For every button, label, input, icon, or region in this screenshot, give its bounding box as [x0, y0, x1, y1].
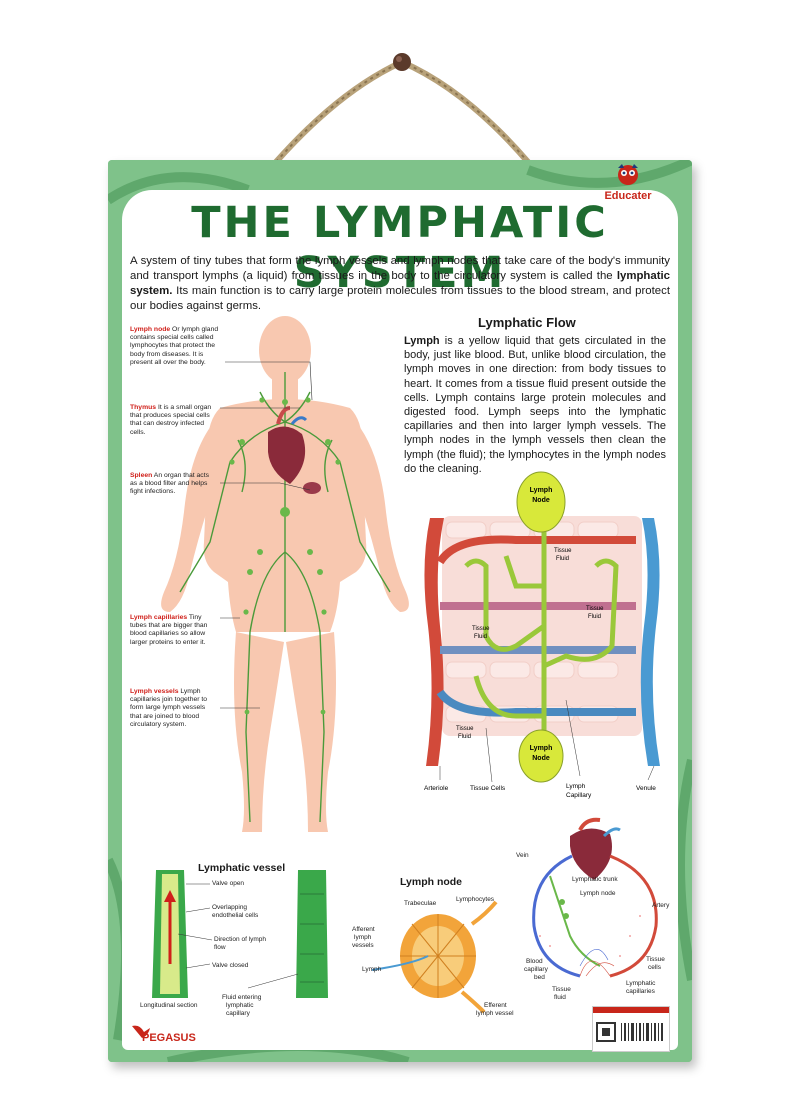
flow-node-top-label-1: Lymph — [530, 487, 553, 494]
label-spleen-name: Spleen — [130, 472, 153, 479]
tissue-fluid-label-1b: Fluid — [556, 556, 569, 562]
vein-label: Vein — [516, 852, 529, 859]
intro-text-2: Its main function is to carry large prot… — [130, 285, 670, 312]
lymph-capillary-label-1: Lymph — [566, 783, 586, 790]
tissue-fluid-label-3a: Tissue — [472, 626, 490, 632]
fluid-entering-label-2: lymphatic — [226, 1002, 254, 1009]
lymphatic-trunk-label: Lymphatic trunk — [572, 876, 618, 883]
lymphatic-flow-title: Lymphatic Flow — [478, 315, 576, 330]
lymph-node-title: Lymph node — [400, 876, 463, 888]
efferent-label-2: lymph vessel — [476, 1010, 514, 1017]
lymphatic-vessel-diagram — [152, 870, 328, 998]
circ-lymph-node-label: Lymph node — [580, 890, 616, 897]
body-label-leader-lines — [220, 361, 313, 709]
lymphocytes-label: Lymphocytes — [456, 896, 495, 903]
lymphatic-flow-diagram: Lymph Node Lymph Node Tissue Fluid Tissu… — [424, 471, 660, 799]
circ-tissue-cells-label-1: Tissue — [646, 956, 665, 963]
lymphatic-flow-text: Lymph is a yellow liquid that gets circu… — [404, 334, 666, 476]
page-title: THE LYMPHATIC SYSTEM — [191, 198, 609, 298]
artery-label: Artery — [652, 902, 670, 909]
blood-capillary-label-1: Blood — [526, 958, 543, 965]
label-thymus: Thymus It is a small organ that produces… — [130, 404, 220, 437]
longitudinal-label: Longitudinal section — [140, 1002, 198, 1009]
direction-label-2: flow — [214, 944, 226, 951]
circulation-diagram — [532, 817, 658, 978]
barcode-block — [592, 1006, 670, 1052]
afferent-label-3: vessels — [352, 942, 374, 949]
intro-paragraph: A system of tiny tubes that form the lym… — [130, 254, 670, 314]
label-thymus-text: It is a small organ that produces specia… — [130, 404, 212, 436]
educater-logo: Educater — [588, 160, 668, 206]
lymphatic-capillaries-label-2: capillaries — [626, 988, 655, 995]
label-lymph-vessels-text: Lymph capillaries join together to form … — [130, 688, 208, 728]
overlapping-label-1: Overlapping — [212, 904, 248, 911]
intro-text-1: A system of tiny tubes that form the lym… — [130, 255, 670, 282]
flow-node-top-label-2: Node — [532, 497, 550, 504]
label-lymph-node-text: Or lymph gland contains special cells ca… — [130, 326, 219, 366]
afferent-label-2: lymph — [354, 934, 372, 941]
lymph-label: Lymph — [362, 966, 382, 973]
label-lymph-vessels-name: Lymph vessels — [130, 688, 179, 695]
tissue-fluid-label-3b: Fluid — [474, 634, 487, 640]
lymph-capillary-label-2: Capillary — [566, 792, 592, 799]
lymphatic-vessel-title: Lymphatic vessel — [198, 862, 286, 874]
hanging-rope — [273, 53, 531, 164]
valve-closed-label: Valve closed — [212, 962, 249, 969]
blood-capillary-label-3: bed — [534, 974, 545, 981]
owl-logo-icon — [618, 164, 638, 185]
trabeculae-label: Trabeculae — [404, 900, 437, 907]
intro-bold: lymphatic system. — [130, 270, 670, 297]
valve-open-label: Valve open — [212, 880, 245, 887]
label-lymph-node-name: Lymph node — [130, 326, 171, 333]
label-lymph-node: Lymph node Or lymph gland contains speci… — [130, 326, 225, 367]
label-lymph-capillaries: Lymph capillaries Tiny tubes that are bi… — [130, 614, 210, 647]
flow-body: is a yellow liquid that gets circulated … — [404, 335, 666, 475]
tissue-fluid-label-2b: Fluid — [588, 614, 601, 620]
circ-tissue-cells-label-2: cells — [648, 964, 662, 971]
efferent-label-1: Efferent — [484, 1002, 507, 1009]
tissue-fluid-label-2a: Tissue — [586, 606, 604, 612]
tissue-fluid-label-1a: Tissue — [554, 548, 572, 554]
publisher-name: PEGASUS — [142, 1032, 196, 1044]
tissue-cells-label: Tissue Cells — [470, 785, 506, 792]
circ-tissue-fluid-label-1: Tissue — [552, 986, 571, 993]
direction-label-1: Direction of lymph — [214, 936, 267, 943]
tissue-fluid-label-4a: Tissue — [456, 726, 474, 732]
label-lymph-vessels: Lymph vessels Lymph capillaries join tog… — [130, 688, 216, 729]
overlapping-label-2: endothelial cells — [212, 912, 259, 919]
fluid-entering-label-3: capillary — [226, 1010, 250, 1017]
afferent-label-1: Afferent — [352, 926, 375, 933]
flow-node-bottom-label-1: Lymph — [530, 745, 553, 752]
logo-text: Educater — [604, 190, 652, 202]
arteriole-label: Arteriole — [424, 785, 449, 792]
flow-bold: Lymph — [404, 335, 440, 347]
flow-node-bottom-label-2: Node — [532, 755, 550, 762]
lymph-node-diagram — [372, 900, 498, 1014]
label-lymph-capillaries-text: Tiny tubes that are bigger than blood ca… — [130, 614, 208, 646]
label-spleen: Spleen An organ that acts as a blood fil… — [130, 472, 216, 497]
label-lymph-capillaries-name: Lymph capillaries — [130, 614, 188, 621]
barcode-header — [593, 1007, 669, 1013]
fluid-entering-label-1: Fluid entering — [222, 994, 262, 1001]
lymphatic-capillaries-label-1: Lymphatic — [626, 980, 656, 987]
venule-label: Venule — [636, 785, 656, 792]
label-spleen-text: An organ that acts as a blood filter and… — [130, 472, 209, 496]
human-body-illustration — [161, 316, 409, 832]
qr-code-icon — [596, 1022, 663, 1042]
pegasus-logo-icon — [132, 1025, 150, 1038]
blood-capillary-label-2: capillary — [524, 966, 548, 973]
label-thymus-name: Thymus — [130, 404, 157, 411]
circ-tissue-fluid-label-2: fluid — [554, 994, 566, 1001]
tissue-fluid-label-4b: Fluid — [458, 734, 471, 740]
